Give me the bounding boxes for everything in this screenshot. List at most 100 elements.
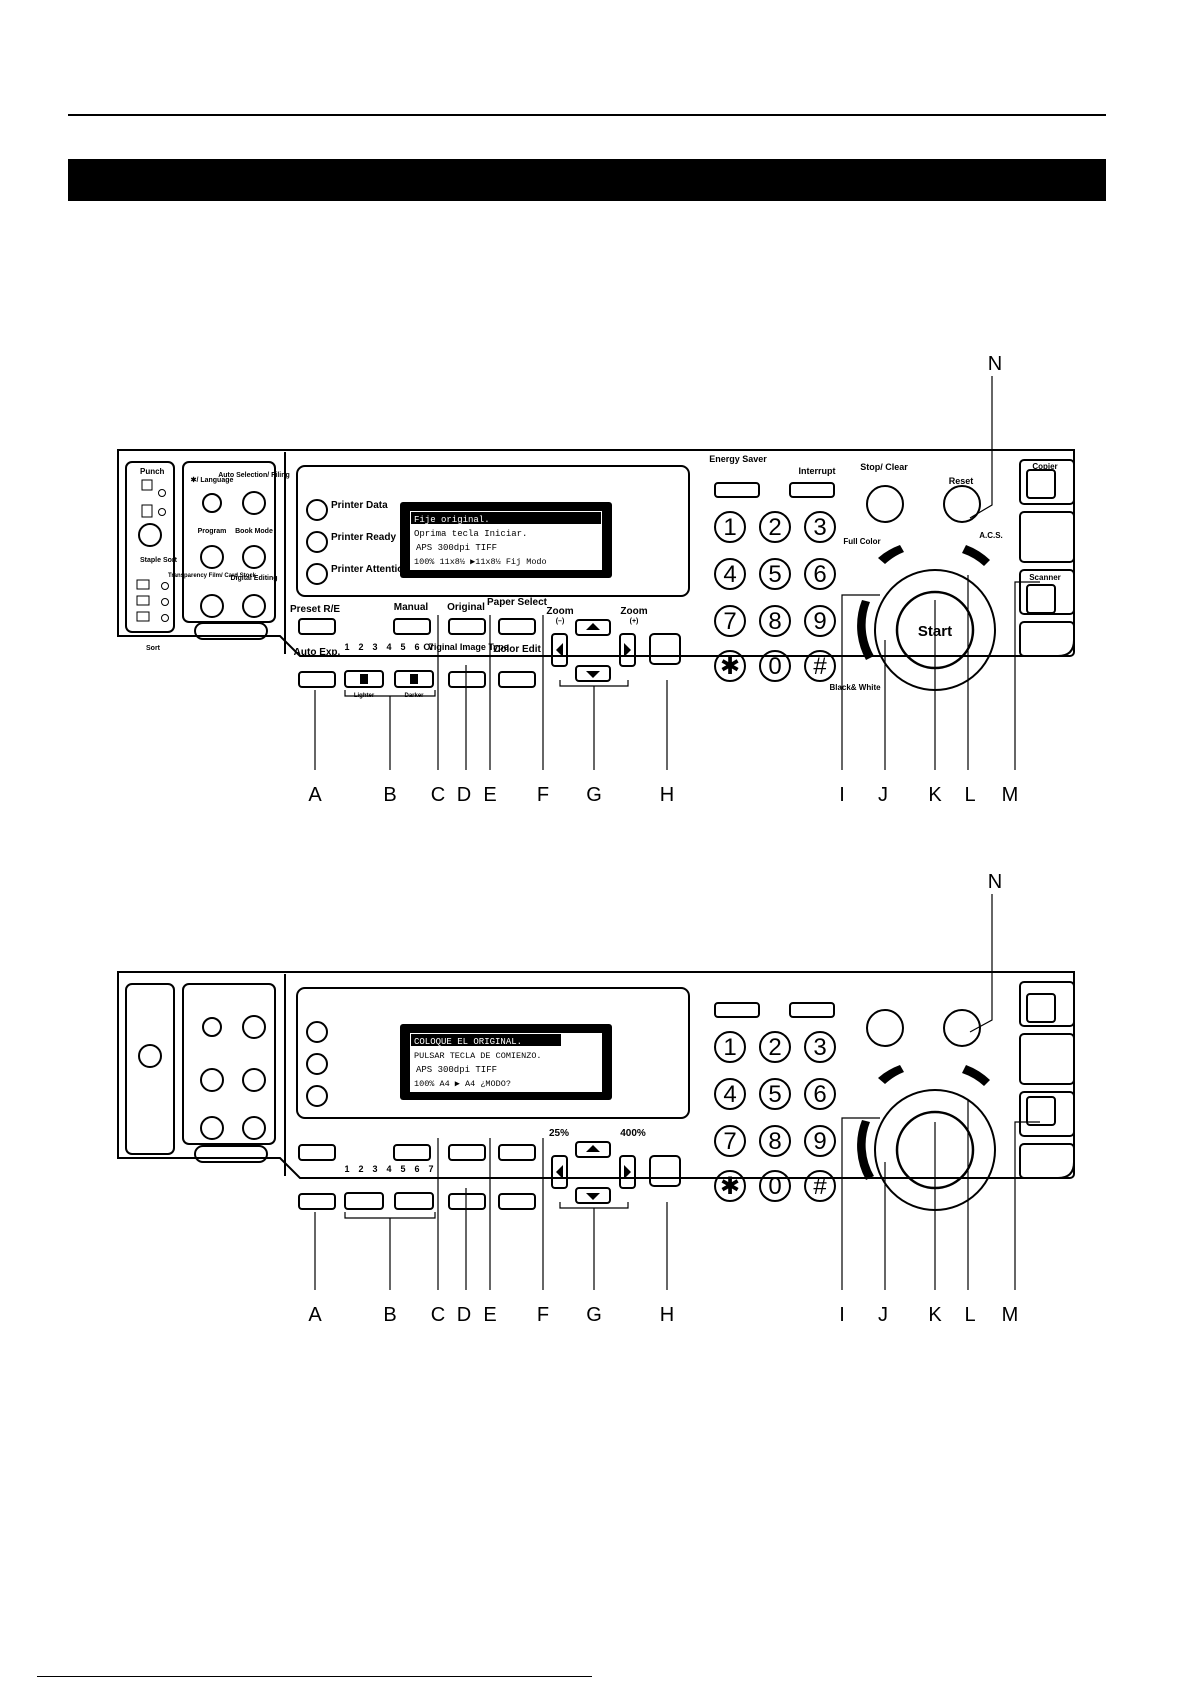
key-4[interactable] [714, 558, 746, 590]
svg-text:0: 0 [768, 1173, 781, 1200]
original-button[interactable] [448, 618, 486, 635]
zoom-plus-button-2[interactable] [619, 1155, 636, 1189]
manual-button[interactable] [393, 618, 431, 635]
svg-text:1: 1 [723, 1034, 736, 1061]
svg-text:8: 8 [768, 608, 781, 635]
svg-text:5: 5 [400, 1164, 405, 1174]
key-9[interactable] [804, 605, 836, 637]
printer-data-label: Printer Data [331, 500, 388, 511]
key-0-b[interactable] [759, 1170, 791, 1202]
copier-button-2[interactable] [1026, 993, 1056, 1023]
enter-button[interactable] [649, 633, 681, 665]
lighter-button-2[interactable] [344, 1192, 384, 1210]
key-star[interactable] [714, 650, 746, 682]
lighter-button[interactable] [344, 670, 384, 688]
key-9-b[interactable] [804, 1125, 836, 1157]
zoom-up-button-2[interactable] [575, 1141, 611, 1158]
zoom-up-button[interactable] [575, 619, 611, 636]
key-3[interactable] [804, 511, 836, 543]
key-0[interactable] [759, 650, 791, 682]
callout-G: G [586, 784, 602, 806]
color-edit-button[interactable] [498, 671, 536, 688]
key-2[interactable] [759, 511, 791, 543]
original-image-type-button[interactable] [448, 671, 486, 688]
reset-button[interactable] [943, 485, 981, 523]
book-mode-button-2[interactable] [242, 1068, 266, 1092]
digital-editing-button[interactable] [242, 594, 266, 618]
key-6-b[interactable] [804, 1078, 836, 1110]
zoom-plus-button[interactable] [619, 633, 636, 667]
reset-button-2[interactable] [943, 1009, 981, 1047]
svg-text:6: 6 [414, 1164, 419, 1174]
callout-B: B [383, 784, 396, 806]
key-4-b[interactable] [714, 1078, 746, 1110]
zoom-down-button-2[interactable] [575, 1187, 611, 1204]
punch-button[interactable] [138, 523, 162, 547]
svg-text:✱: ✱ [720, 1173, 740, 1200]
key-7[interactable] [714, 605, 746, 637]
key-1[interactable] [714, 511, 746, 543]
callout-F: F [537, 784, 549, 806]
key-5[interactable] [759, 558, 791, 590]
auto-selection-button[interactable] [242, 491, 266, 515]
key-5-b[interactable] [759, 1078, 791, 1110]
manual-button-2[interactable] [393, 1144, 431, 1161]
lcd-display: Fije original. Oprima tecla Iniciar. APS… [400, 502, 612, 578]
color-edit-button-2[interactable] [498, 1193, 536, 1210]
zoom-minus-button[interactable] [551, 633, 568, 667]
darker-button[interactable] [394, 670, 434, 688]
transparency-button-2[interactable] [200, 1116, 224, 1140]
svg-text:8: 8 [768, 1128, 781, 1155]
key-1-b[interactable] [714, 1031, 746, 1063]
book-mode-button[interactable] [242, 545, 266, 569]
interrupt-button[interactable] [789, 482, 835, 498]
preset-button-2[interactable] [298, 1144, 336, 1161]
callout-B-2: B [383, 1304, 396, 1326]
full-color-label: Full Color [843, 537, 880, 546]
original-button-2[interactable] [448, 1144, 486, 1161]
key-8-b[interactable] [759, 1125, 791, 1157]
energy-saver-button-2[interactable] [714, 1002, 760, 1018]
sort-controls: Sort [146, 645, 161, 652]
key-3-b[interactable] [804, 1031, 836, 1063]
paper-select-button[interactable] [498, 618, 536, 635]
key-8[interactable] [759, 605, 791, 637]
interrupt-button-2[interactable] [789, 1002, 835, 1018]
program-button[interactable] [200, 545, 224, 569]
auto-exp-button[interactable] [298, 671, 336, 688]
original-image-type-button-2[interactable] [448, 1193, 486, 1210]
transparency-button[interactable] [200, 594, 224, 618]
preset-button[interactable] [298, 618, 336, 635]
enter-button-2[interactable] [649, 1155, 681, 1187]
scanner-button-2[interactable] [1026, 1096, 1056, 1126]
auto-selection-button-2[interactable] [242, 1015, 266, 1039]
copier-button[interactable] [1026, 469, 1056, 499]
key-hash-b[interactable] [804, 1170, 836, 1202]
paper-select-button-2[interactable] [498, 1144, 536, 1161]
key-7-b[interactable] [714, 1125, 746, 1157]
key-hash[interactable] [804, 650, 836, 682]
zoom-down-button[interactable] [575, 665, 611, 682]
printer-ready-label: Printer Ready [331, 532, 396, 543]
stop-clear-button[interactable] [866, 485, 904, 523]
scanner-button[interactable] [1026, 584, 1056, 614]
stop-clear-button-2[interactable] [866, 1009, 904, 1047]
language-label: ✱/ Language [191, 476, 234, 484]
darker-button-2[interactable] [394, 1192, 434, 1210]
key-star-b[interactable] [714, 1170, 746, 1202]
auto-exp-button-2[interactable] [298, 1193, 336, 1210]
control-panel-english: Punch Staple Sort Sort ✱/ Language Auto … [117, 449, 1075, 657]
language-button[interactable] [202, 493, 222, 513]
auto-selection-label: Auto Selection/ Filing [218, 472, 290, 479]
digital-editing-button-2[interactable] [242, 1116, 266, 1140]
zoom-minus-button-2[interactable] [551, 1155, 568, 1189]
printer-attention-indicator [306, 563, 328, 585]
digital-editing-label: Digital Editing [230, 575, 277, 582]
program-button-2[interactable] [200, 1068, 224, 1092]
svg-text:6: 6 [414, 642, 419, 652]
key-6[interactable] [804, 558, 836, 590]
punch-button-2[interactable] [138, 1044, 162, 1068]
language-button-2[interactable] [202, 1017, 222, 1037]
energy-saver-button[interactable] [714, 482, 760, 498]
key-2-b[interactable] [759, 1031, 791, 1063]
